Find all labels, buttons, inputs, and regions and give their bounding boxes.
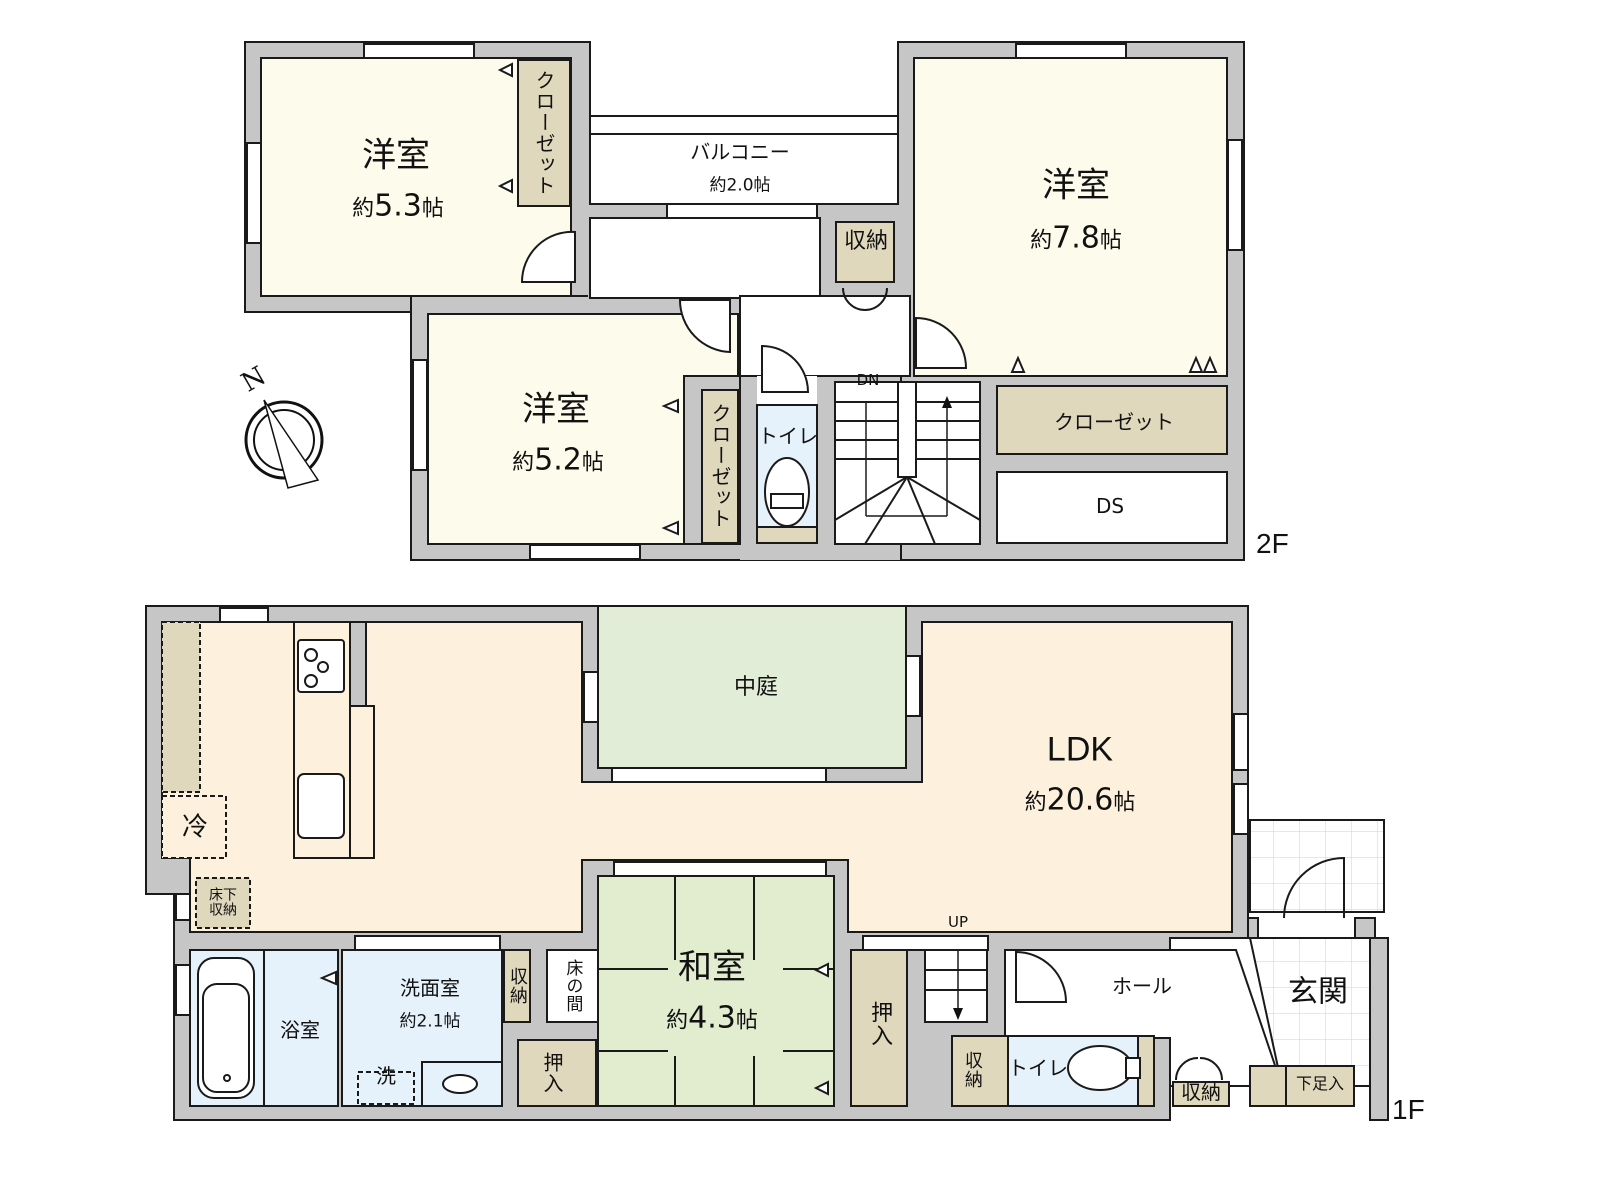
closet-3: [996, 385, 1228, 455]
washroom-label: 洗面室: [400, 976, 460, 1000]
storage-wash: [503, 949, 531, 1023]
ds: [996, 471, 1228, 544]
courtyard: [597, 605, 907, 769]
oshiire-2-label: 押入: [867, 1001, 893, 1047]
balcony-label: バルコニー: [690, 140, 790, 164]
tokonoma: [546, 949, 600, 1023]
room-western-3: [913, 57, 1228, 377]
storage-hall-label: 収納: [1181, 1080, 1221, 1104]
storage-wash-label: 収納: [506, 967, 528, 1005]
stairs-down-label: DN: [856, 370, 880, 389]
closet-2: [701, 389, 739, 544]
room-name-washitsu: 和室: [678, 947, 746, 988]
room-washitsu: [597, 861, 835, 1107]
fridge-label: 冷: [181, 812, 209, 843]
room-area-washitsu: 約4.3帖: [666, 1000, 758, 1036]
entrance-label: 玄関: [1288, 974, 1348, 1010]
room-name-western-1: 洋室: [362, 135, 430, 176]
hall-label: ホール: [1112, 974, 1172, 998]
floor-label-2f: 2F: [1256, 528, 1289, 559]
room-name-western-2: 洋室: [522, 389, 590, 430]
storage-label-2f: 収納: [843, 228, 889, 254]
toilet-label-2f: トイレ: [758, 424, 818, 448]
stairs-up-label: UP: [947, 912, 969, 931]
corridor-2f: [589, 217, 821, 299]
shoe-box: [1249, 1065, 1355, 1107]
oshiire-1: [517, 1039, 597, 1107]
storage-toilet: [951, 1035, 1009, 1107]
balcony: [589, 115, 899, 205]
storage-toilet-label: 収納: [961, 1051, 983, 1089]
room-area-western-3: 約7.8帖: [1030, 220, 1122, 256]
stairs-1f: [862, 935, 989, 1023]
oshiire-1-label: 押入: [540, 1052, 564, 1094]
bath-label: 浴室: [280, 1018, 320, 1042]
room-name-western-3: 洋室: [1042, 165, 1110, 206]
tokonoma-label: 床の間: [562, 959, 583, 1013]
shoe-box-label: 下足入: [1295, 1074, 1345, 1094]
stairs-2f: [834, 381, 981, 545]
entrance-porch: [1249, 819, 1385, 913]
closet-label-2: クローゼット: [708, 403, 732, 529]
room-area-western-2: 約5.2帖: [512, 442, 604, 478]
balcony-area: 約2.0帖: [709, 175, 771, 196]
toilet-label-1f: トイレ: [1008, 1056, 1068, 1080]
courtyard-label: 中庭: [733, 674, 779, 700]
storage-hall: [1172, 1081, 1230, 1107]
floor-label-1f: 1F: [1392, 1094, 1425, 1125]
oshiire-2: [850, 949, 908, 1107]
washer-label: 洗: [376, 1064, 396, 1088]
washroom-area: 約2.1帖: [399, 1011, 461, 1032]
room-area-western-1: 約5.3帖: [352, 188, 444, 224]
ds-label: DS: [1095, 494, 1125, 518]
compass-icon: [244, 399, 324, 489]
closet-1: [517, 59, 571, 207]
closet-label-3: クローゼット: [1054, 410, 1174, 434]
room-area-ldk: 約20.6帖: [1024, 782, 1136, 818]
room-name-ldk: LDK: [1046, 730, 1114, 769]
closet-label-1: クローゼット: [532, 70, 556, 196]
storage-2f: [835, 221, 895, 283]
underfloor-storage-label: 床下収納: [209, 887, 237, 918]
